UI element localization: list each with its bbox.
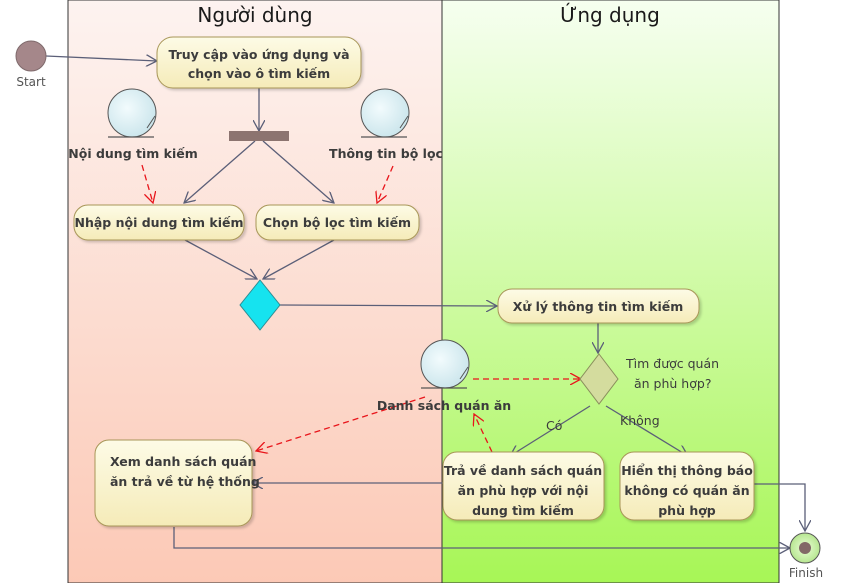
object-restaurant-list-label: Danh sách quán ăn [377,398,511,413]
finish-label: Finish [789,566,823,580]
flow-fork-to-enter [184,140,256,203]
action-show-notice [619,451,755,521]
fork-bar [229,131,289,141]
decision-node: Tìm được quán ăn phù hợp? Có Không [546,353,719,433]
action-access [156,36,362,89]
object-filter-info: Thông tin bộ lọc [329,88,443,161]
action-return-list-line-3: dung tìm kiếm [472,503,574,518]
flow-fork-to-filter [262,140,334,203]
action-return-list-line-1: Trả về danh sách quán [444,463,602,478]
flow-enter-to-merge [184,239,257,279]
action-access-line-2: chọn vào ô tìm kiếm [188,66,330,81]
lane-title-user: Người dùng [197,3,312,27]
merge-node [239,279,281,331]
object-search-content: Nội dung tìm kiếm [68,88,198,161]
object-filter-info-label: Thông tin bộ lọc [329,146,443,161]
finish-node: Finish [789,532,823,580]
objflow-return-to-list [474,414,493,453]
action-choose-filter-label: Chọn bộ lọc tìm kiếm [263,215,411,230]
action-return-list [442,451,605,521]
action-process [497,288,700,324]
start-node: Start [15,40,47,89]
action-enter-content [73,204,245,241]
flow-filter-to-merge [263,239,335,279]
action-process-label: Xử lý thông tin tìm kiếm [513,299,684,314]
decision-question-line-2: ăn phù hợp? [634,376,711,391]
action-view-list [94,439,253,527]
action-choose-filter [255,204,420,241]
flow-decision-no [605,405,688,456]
action-show-notice-line-1: Hiển thị thông báo [621,463,753,478]
flow-view-to-finish [173,527,790,548]
action-return-list-line-2: ăn phù hợp với nội [458,483,589,498]
start-label: Start [16,75,46,89]
decision-question-line-1: Tìm được quán [625,356,719,371]
flow-notice-to-finish [754,483,805,531]
decision-yes-label: Có [546,418,562,433]
flow-decision-yes [510,405,591,456]
action-show-notice-line-3: phù hợp [658,503,716,518]
objflow-filter-to-choose [377,165,394,203]
action-view-list-line-1: Xem danh sách quán [110,454,256,469]
object-search-content-label: Nội dung tìm kiếm [68,146,197,161]
action-access-line-1: Truy cập vào ứng dụng và [168,47,349,62]
action-enter-content-label: Nhập nội dung tìm kiếm [74,215,243,230]
flow-start-to-access [45,56,157,61]
control-flows [45,56,805,548]
lane-title-app: Ứng dụng [560,3,660,27]
object-flows [141,164,581,453]
decision-no-label: Không [620,413,660,428]
flow-merge-to-process [279,305,497,306]
objflow-content-to-enter [141,164,153,203]
object-restaurant-list: Danh sách quán ăn [377,339,511,413]
action-view-list-line-2: ăn trả về từ hệ thống [110,474,260,489]
action-show-notice-line-2: không có quán ăn [624,483,749,498]
